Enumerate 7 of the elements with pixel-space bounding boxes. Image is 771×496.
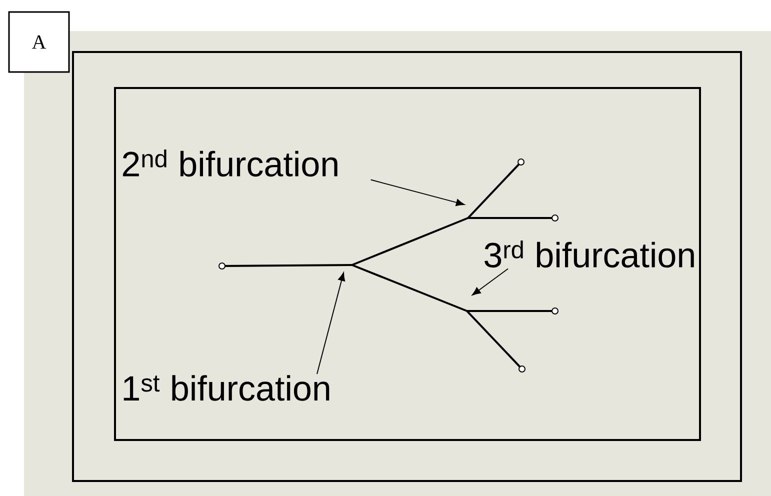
leader-arrow xyxy=(472,268,508,296)
leader-arrow xyxy=(316,272,346,374)
bifurcation-label: 2$^{nd}$ bifurcation xyxy=(122,149,338,177)
bifurcation-label: 3$^{rd}$ bifurcation xyxy=(484,240,694,268)
panel-letter-box: A xyxy=(8,11,70,73)
leader-arrow xyxy=(370,179,465,206)
bifurcation-label: 1$^{st}$ bifurcation xyxy=(124,375,330,401)
